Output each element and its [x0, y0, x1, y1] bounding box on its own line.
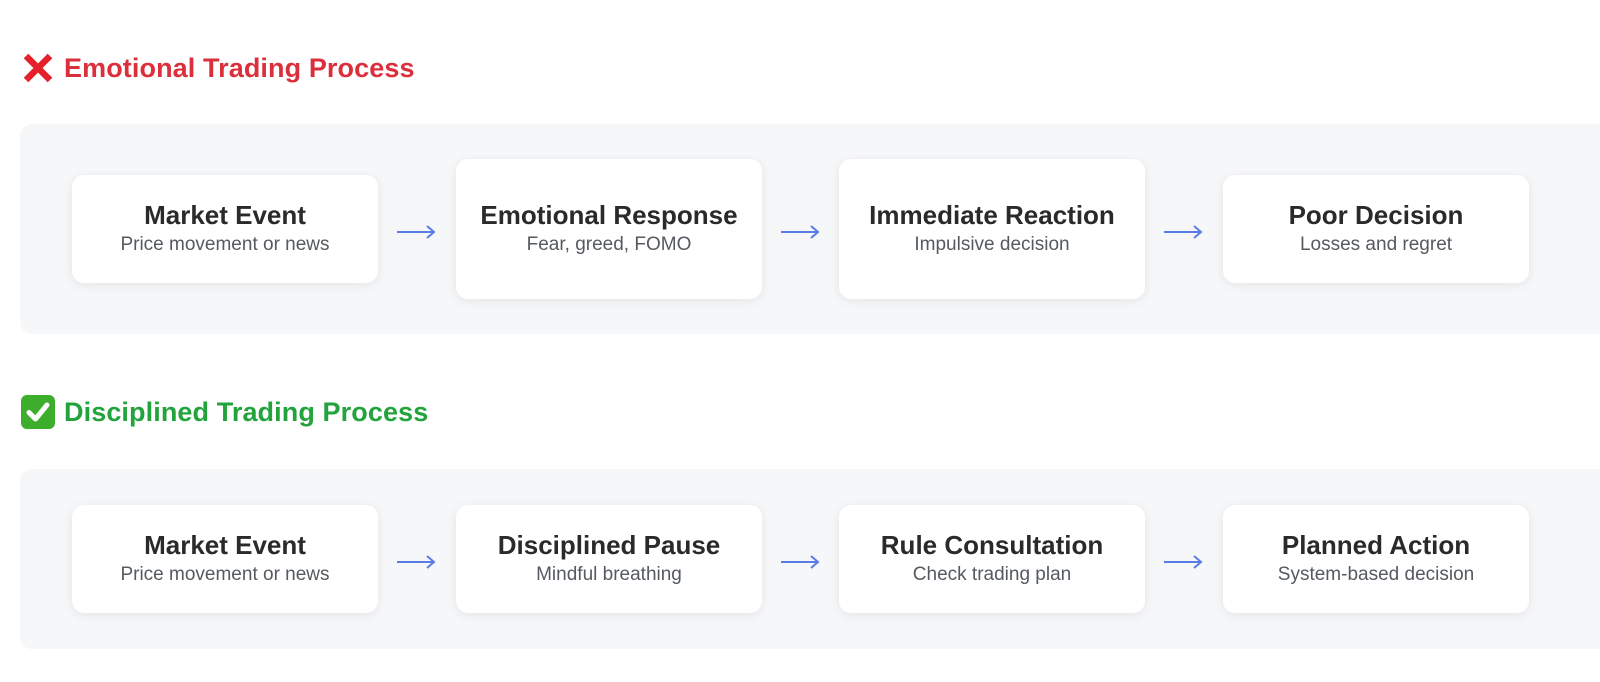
step-description: Losses and regret: [1299, 234, 1453, 255]
step-title: Poor Decision: [1288, 200, 1464, 230]
emotional-step-poor-decision: Poor Decision Losses and regret: [1223, 175, 1529, 283]
disciplined-step-rule-consultation: Rule Consultation Check trading plan: [839, 505, 1145, 613]
right-arrow-icon: [1163, 224, 1203, 240]
emotional-process-title: Emotional Trading Process: [64, 52, 415, 83]
step-title: Rule Consultation: [880, 530, 1104, 560]
step-description: Price movement or news: [120, 234, 330, 255]
step-description: Impulsive decision: [914, 234, 1070, 255]
disciplined-step-planned-action: Planned Action System-based decision: [1223, 505, 1529, 613]
check-mark-button-icon: [20, 394, 56, 430]
emotional-step-emotional-response: Emotional Response Fear, greed, FOMO: [456, 159, 762, 299]
emotional-process-heading: Emotional Trading Process: [20, 48, 415, 88]
step-description: Price movement or news: [120, 564, 330, 585]
step-title: Market Event: [144, 200, 306, 230]
step-title: Market Event: [144, 530, 306, 560]
step-title: Disciplined Pause: [497, 530, 721, 560]
right-arrow-icon: [780, 224, 820, 240]
cross-mark-icon: [20, 50, 56, 86]
step-title: Emotional Response: [480, 200, 738, 230]
disciplined-process-heading: Disciplined Trading Process: [20, 392, 428, 432]
step-description: Fear, greed, FOMO: [526, 234, 692, 255]
right-arrow-icon: [1163, 554, 1203, 570]
step-description: Mindful breathing: [536, 564, 682, 585]
disciplined-step-disciplined-pause: Disciplined Pause Mindful breathing: [456, 505, 762, 613]
disciplined-process-title: Disciplined Trading Process: [64, 396, 429, 427]
right-arrow-icon: [396, 224, 436, 240]
step-description: Check trading plan: [912, 564, 1072, 585]
right-arrow-icon: [396, 554, 436, 570]
disciplined-step-market-event: Market Event Price movement or news: [72, 505, 378, 613]
emotional-step-market-event: Market Event Price movement or news: [72, 175, 378, 283]
right-arrow-icon: [780, 554, 820, 570]
step-description: System-based decision: [1277, 564, 1475, 585]
emotional-step-immediate-reaction: Immediate Reaction Impulsive decision: [839, 159, 1145, 299]
step-title: Immediate Reaction: [869, 200, 1115, 230]
step-title: Planned Action: [1281, 530, 1471, 560]
